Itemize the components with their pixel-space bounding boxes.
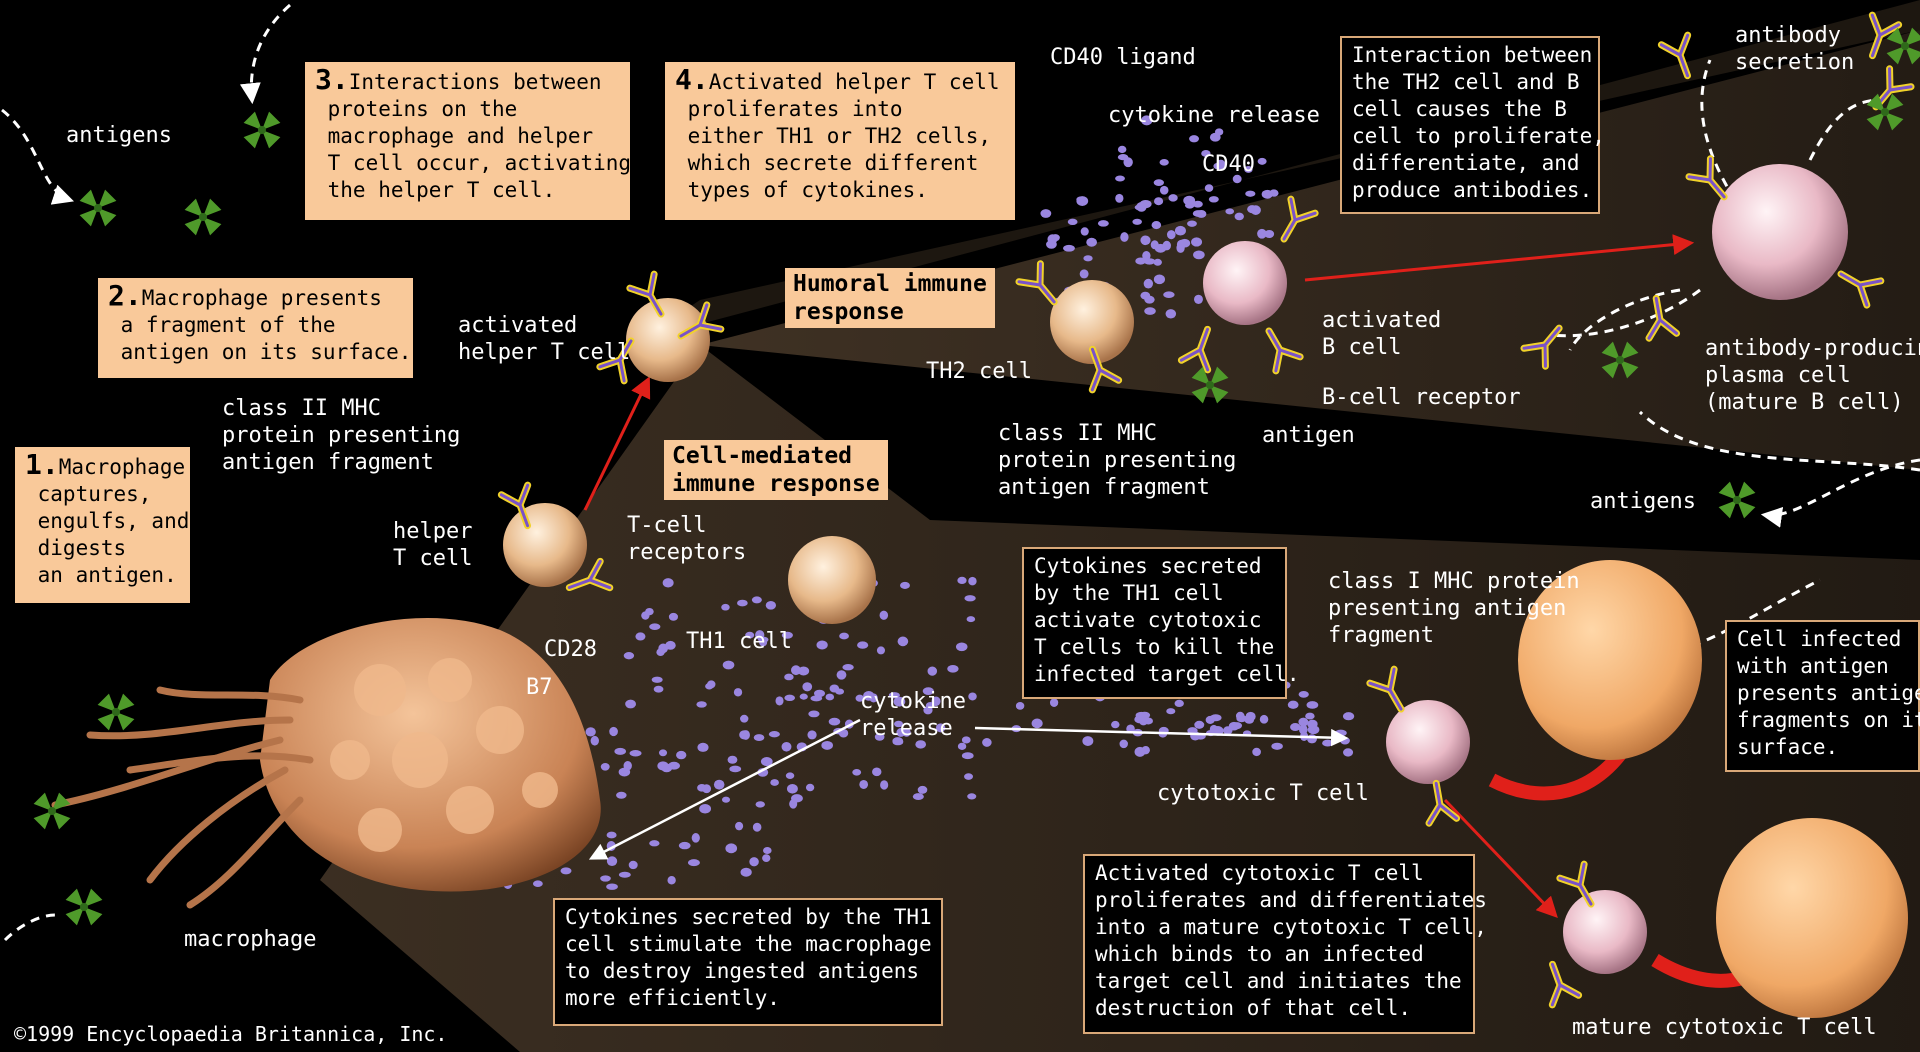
antigen-particle	[80, 190, 117, 227]
step-2-box: 2.Macrophage presents a fragment of the …	[98, 278, 413, 378]
target-cell-lower	[1716, 818, 1908, 1018]
class-ii-mhc-label-left: class II MHC protein presenting antigen …	[222, 395, 460, 476]
cytotoxic-t-cell-label: cytotoxic T cell	[1157, 780, 1369, 807]
step-4-box: 4.Activated helper T cell proliferates i…	[665, 62, 1015, 220]
activated-helper-t-cell-label: activated helper T cell	[458, 312, 630, 366]
antigen-label: antigen	[1262, 422, 1355, 449]
helper-t-cell-label: helper T cell	[393, 518, 472, 572]
antigen-particle	[1719, 482, 1756, 519]
plasma-cell	[1712, 164, 1848, 300]
cd40-label: CD40	[1202, 151, 1255, 178]
step-4-number: 4.	[675, 63, 709, 96]
activated-b-cell	[1203, 241, 1287, 325]
class-i-mhc-label: class I MHC protein presenting antigen f…	[1328, 568, 1580, 649]
antigen-particle	[244, 112, 281, 149]
cd28-label: CD28	[544, 636, 597, 663]
antigens-label-top: antigens	[66, 122, 172, 149]
antigen-particle	[185, 199, 222, 236]
cytokine-release-label-top: cytokine release	[1108, 102, 1320, 129]
th1-cell	[788, 536, 876, 624]
activated-helper-t-cell	[626, 298, 710, 382]
step-1-number: 1.	[25, 448, 59, 481]
b7-label: B7	[526, 674, 553, 701]
macrophage-label: macrophage	[184, 926, 316, 953]
humoral-response-header: Humoral immune response	[785, 268, 995, 328]
th1-cell-label: TH1 cell	[686, 628, 792, 655]
b-cell-receptor-label: B-cell receptor	[1322, 384, 1521, 411]
helper-t-cell	[503, 503, 587, 587]
step-3-box: 3.Interactions between proteins on the m…	[305, 62, 630, 220]
mature-cytotoxic-t-cell-label: mature cytotoxic T cell	[1572, 1014, 1877, 1041]
macrophage-cell	[55, 618, 601, 905]
cell-mediated-response-header: Cell-mediated immune response	[664, 440, 888, 500]
macrophage-stimulation-caption: Cytokines secreted by the TH1 cell stimu…	[553, 898, 943, 1026]
antigen-particle	[98, 694, 135, 731]
step-4-text: Activated helper T cell proliferates int…	[675, 70, 1000, 202]
step-2-text: Macrophage presents a fragment of the an…	[108, 286, 411, 364]
step-3-number: 3.	[315, 63, 349, 96]
cytotoxic-t-cell	[1386, 700, 1470, 784]
mature-cytotoxic-caption: Activated cytotoxic T cell proliferates …	[1083, 854, 1475, 1034]
th2-cell-label: TH2 cell	[926, 358, 1032, 385]
th1-cytotoxic-caption: Cytokines secreted by the TH1 cell activ…	[1022, 547, 1287, 699]
step-3-text: Interactions between proteins on the mac…	[315, 70, 631, 202]
infected-cell-caption: Cell infected with antigen presents anti…	[1725, 620, 1920, 772]
step-1-box: 1.Macrophage captures, engulfs, and dige…	[15, 447, 190, 603]
t-cell-receptors-label: T-cell receptors	[627, 512, 746, 566]
cytokine-release-label-mid: cytokine release	[860, 688, 966, 742]
class-ii-mhc-label-right: class II MHC protein presenting antigen …	[998, 420, 1236, 501]
mature-cytotoxic-t-cell	[1563, 890, 1647, 974]
copyright-notice: ©1999 Encyclopaedia Britannica, Inc.	[14, 1022, 447, 1046]
antigen-particle	[66, 889, 103, 926]
cd40-ligand-label: CD40 ligand	[1050, 44, 1196, 71]
antigen-particle	[34, 793, 71, 830]
antigens-label-right: antigens	[1590, 488, 1696, 515]
step-2-number: 2.	[108, 279, 142, 312]
plasma-cell-label: antibody-producing plasma cell (mature B…	[1705, 335, 1920, 416]
activated-b-cell-label: activated B cell	[1322, 307, 1441, 361]
th2-bcell-caption: Interaction between the TH2 cell and B c…	[1340, 36, 1600, 214]
antibody-secretion-label: antibody secretion	[1735, 22, 1854, 76]
